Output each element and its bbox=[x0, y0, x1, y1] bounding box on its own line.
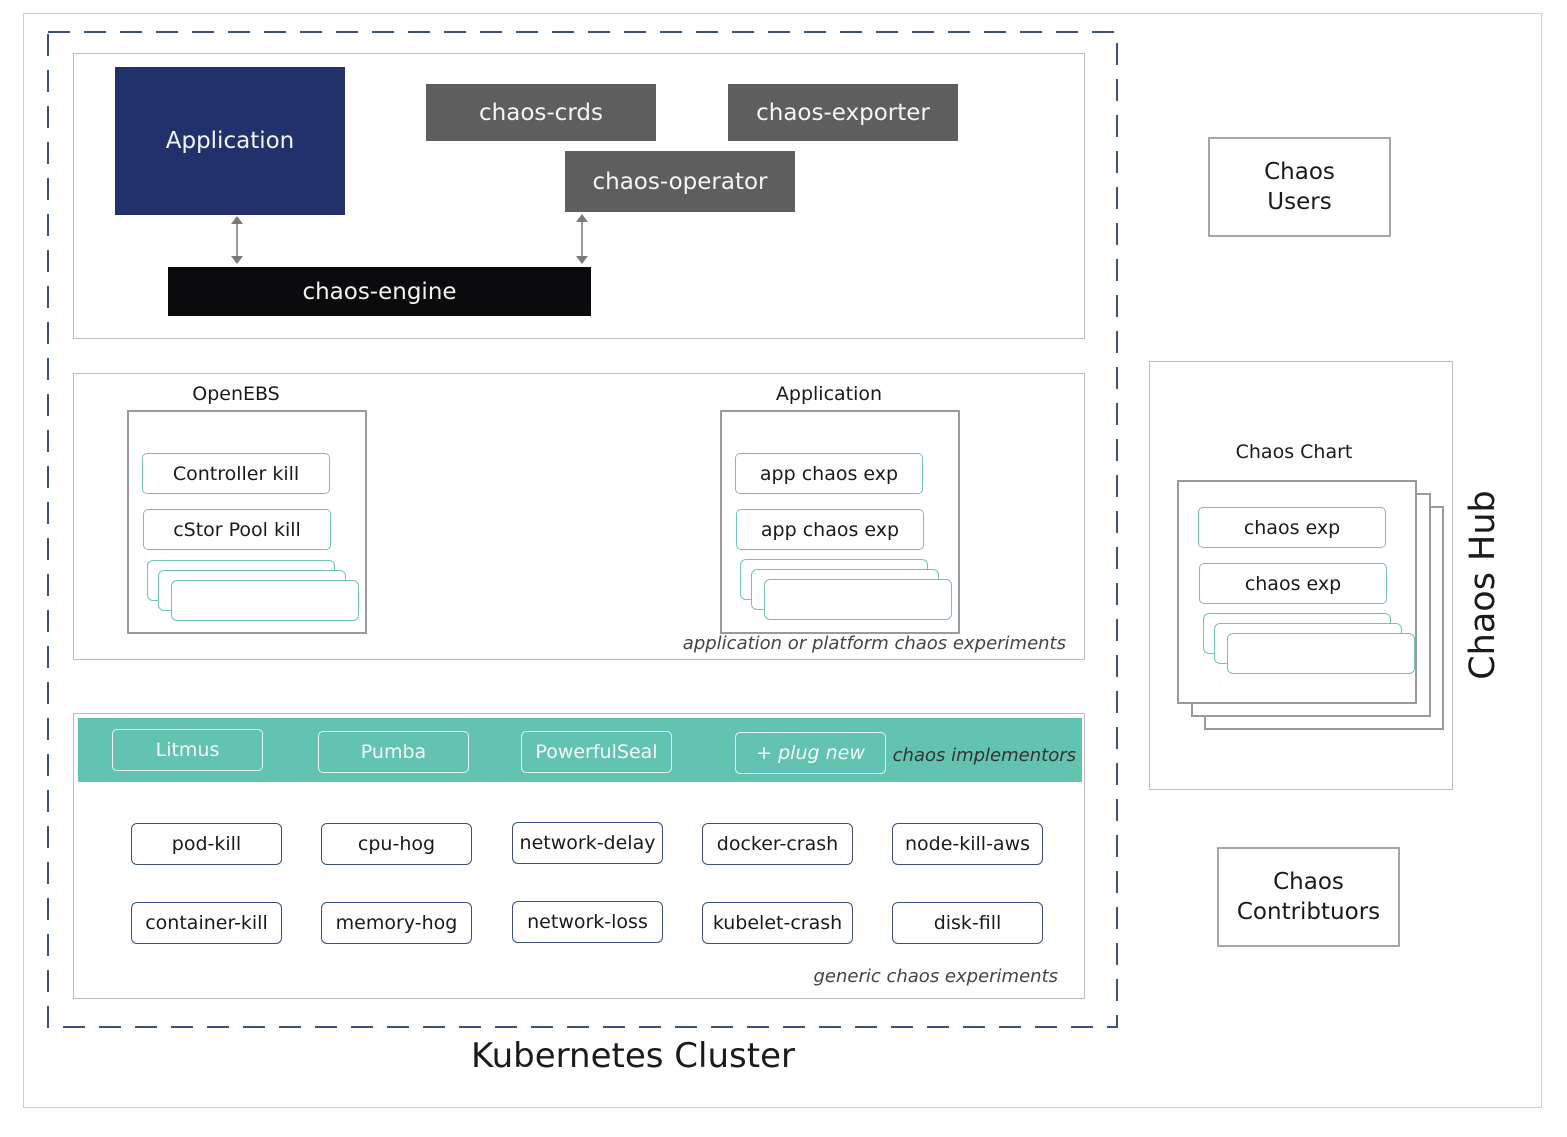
controller-kill-pill: Controller kill bbox=[142, 453, 330, 494]
experiment-docker-crash: docker-crash bbox=[702, 823, 853, 865]
platform-experiments-note: application or platform chaos experiment… bbox=[682, 633, 1066, 654]
outer-frame bbox=[23, 13, 1542, 1108]
application-box: Application bbox=[115, 67, 345, 215]
chaos-chart-title: Chaos Chart bbox=[1235, 441, 1353, 463]
chaos-crds-box: chaos-crds bbox=[426, 84, 656, 141]
cstor-pool-kill-pill: cStor Pool kill bbox=[143, 509, 331, 550]
openebs-title: OpenEBS bbox=[192, 383, 280, 405]
openebs-more-card bbox=[171, 580, 359, 621]
experiment-kubelet-crash: kubelet-crash bbox=[702, 902, 853, 944]
operator-engine-arrow bbox=[576, 214, 588, 264]
application-group-title: Application bbox=[775, 383, 883, 405]
kubernetes-cluster-label: Kubernetes Cluster bbox=[471, 1036, 795, 1076]
app-chaos-exp-pill: app chaos exp bbox=[736, 509, 924, 550]
generic-experiments-note: generic chaos experiments bbox=[813, 966, 1058, 987]
chaos-exp-pill: chaos exp bbox=[1199, 563, 1387, 604]
plug-new-implementor: + plug new bbox=[735, 732, 886, 774]
kubernetes-cluster-border bbox=[47, 31, 1118, 1028]
chaos-hub-more-card bbox=[1227, 633, 1415, 674]
experiment-network-loss: network-loss bbox=[512, 901, 663, 943]
implementors-note: chaos implementors bbox=[892, 745, 1076, 766]
chaos-exp-pill: chaos exp bbox=[1198, 507, 1386, 548]
powerfulseal-implementor: PowerfulSeal bbox=[521, 731, 672, 773]
chaos-exporter-box: chaos-exporter bbox=[728, 84, 958, 141]
chaos-crds-label: chaos-crds bbox=[479, 99, 603, 126]
implementors-band bbox=[78, 718, 1082, 782]
pumba-implementor: Pumba bbox=[318, 731, 469, 773]
chaos-engine-box: chaos-engine bbox=[168, 267, 591, 316]
app-more-card bbox=[764, 579, 952, 620]
experiment-memory-hog: memory-hog bbox=[321, 902, 472, 944]
chaos-users-box: Chaos Users bbox=[1208, 137, 1391, 237]
application-engine-arrow bbox=[231, 216, 243, 264]
chaos-hub-label-wrap: Chaos Hub bbox=[1443, 470, 1523, 700]
litmus-implementor: Litmus bbox=[112, 729, 263, 771]
chaos-exporter-label: chaos-exporter bbox=[756, 99, 930, 126]
chaos-contributors-box: Chaos Contribtuors bbox=[1217, 847, 1400, 947]
experiment-container-kill: container-kill bbox=[131, 902, 282, 944]
app-chaos-exp-pill: app chaos exp bbox=[735, 453, 923, 494]
chaos-operator-box: chaos-operator bbox=[565, 151, 795, 212]
application-label: Application bbox=[165, 128, 295, 154]
experiment-pod-kill: pod-kill bbox=[131, 823, 282, 865]
chaos-hub-label: Chaos Hub bbox=[1463, 490, 1503, 680]
chaos-operator-label: chaos-operator bbox=[592, 168, 768, 195]
experiment-cpu-hog: cpu-hog bbox=[321, 823, 472, 865]
experiment-disk-fill: disk-fill bbox=[892, 902, 1043, 944]
experiment-network-delay: network-delay bbox=[512, 822, 663, 864]
chaos-engine-label: chaos-engine bbox=[302, 278, 457, 305]
experiment-node-kill-aws: node-kill-aws bbox=[892, 823, 1043, 865]
